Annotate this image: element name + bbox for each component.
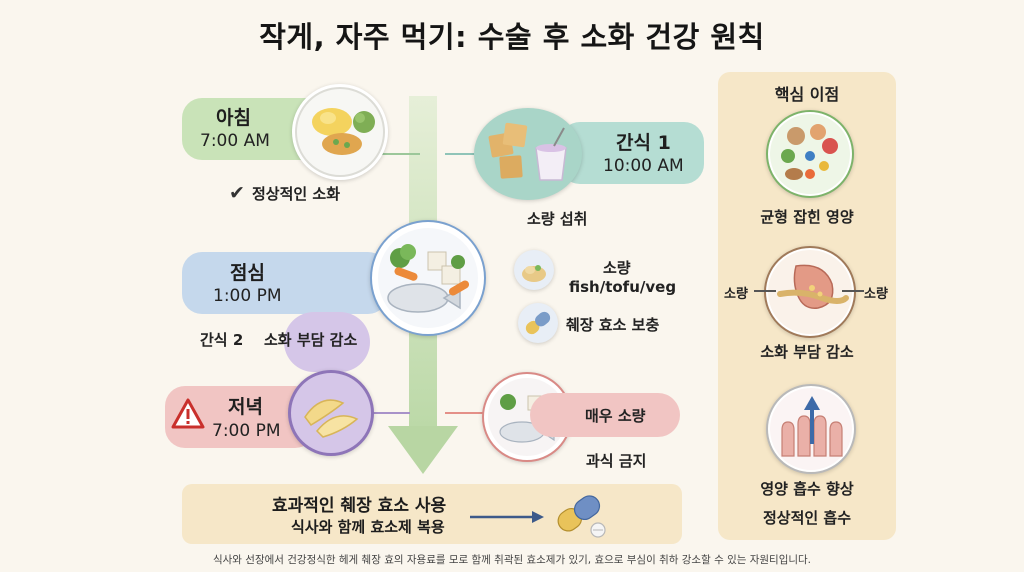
breakfast-time: 7:00 AM [200, 131, 270, 151]
dinner-name: 저녁 [228, 396, 263, 418]
connector-snack1 [445, 153, 490, 155]
breakfast-note: 정상적인 소화 [252, 185, 341, 203]
lunch-plate [370, 220, 486, 336]
enzyme-title: 효과적인 췌장 효소 사용 [272, 496, 447, 516]
snack1-name: 간식 1 [616, 132, 671, 154]
benefits-title: 핵심 이점 [774, 85, 840, 104]
lunch-time: 1:00 PM [213, 286, 282, 306]
warning-icon [171, 398, 205, 430]
nutrition-icon [766, 110, 854, 198]
lunch-side1: 소량 [603, 259, 631, 277]
snack1-time: 10:00 AM [603, 156, 684, 176]
benefit-2-right-tag: 소량 [864, 287, 888, 302]
benefit-2-left-tag: 소량 [724, 287, 748, 302]
breakfast-name: 아침 [216, 107, 251, 129]
snack1-plate [474, 108, 582, 200]
benefit-3-label: 영양 흡수 향상 [760, 480, 854, 498]
check-icon: ✔ [229, 182, 245, 204]
benefit-2-label: 소화 부담 감소 [760, 343, 854, 361]
digestion-left-line [754, 290, 776, 292]
dinner-bowl [288, 370, 374, 456]
snack2-bubble [284, 312, 370, 372]
dinner-side2: 과식 금지 [586, 452, 647, 470]
snack2-note: 소화 부담 감소 [264, 331, 358, 349]
snack1-pill [560, 122, 704, 184]
dinner-side1-pill [530, 393, 680, 437]
lunch-side-bowl [514, 250, 554, 290]
dinner-side1: 매우 소량 [585, 407, 646, 425]
digestion-icon [764, 246, 856, 338]
connector-breakfast [380, 153, 420, 155]
footnote: 식사와 선장에서 건강정식한 헤게 췌장 효의 자용료를 모로 함께 취곽된 효… [212, 554, 812, 566]
lunch-name: 점심 [230, 262, 265, 284]
breakfast-plate [292, 84, 388, 180]
absorption-icon [766, 384, 856, 474]
capsule-icon [552, 490, 610, 540]
snack1-note: 소량 섭취 [527, 210, 588, 228]
digestion-right-line [842, 290, 864, 292]
snack2-name: 간식 2 [200, 331, 244, 349]
lunch-pill [182, 252, 388, 314]
connector-dinner-left [362, 412, 410, 414]
page-title: 작게, 자주 먹기: 수술 후 소화 건강 원칙 [259, 20, 765, 54]
dinner-time: 7:00 PM [212, 421, 281, 441]
enzyme-subtitle: 식사와 함께 효소제 복용 [291, 518, 445, 536]
lunch-side2: 췌장 효소 보충 [566, 316, 660, 334]
benefit-3-sub: 정상적인 흡수 [762, 509, 852, 527]
benefit-1-label: 균형 잡힌 영양 [760, 208, 854, 226]
lunch-side1b: fish/tofu/veg [569, 278, 677, 296]
enzyme-arrow [470, 510, 544, 524]
enzyme-pill-icon [518, 303, 558, 343]
connector-dinner-right [445, 412, 487, 414]
